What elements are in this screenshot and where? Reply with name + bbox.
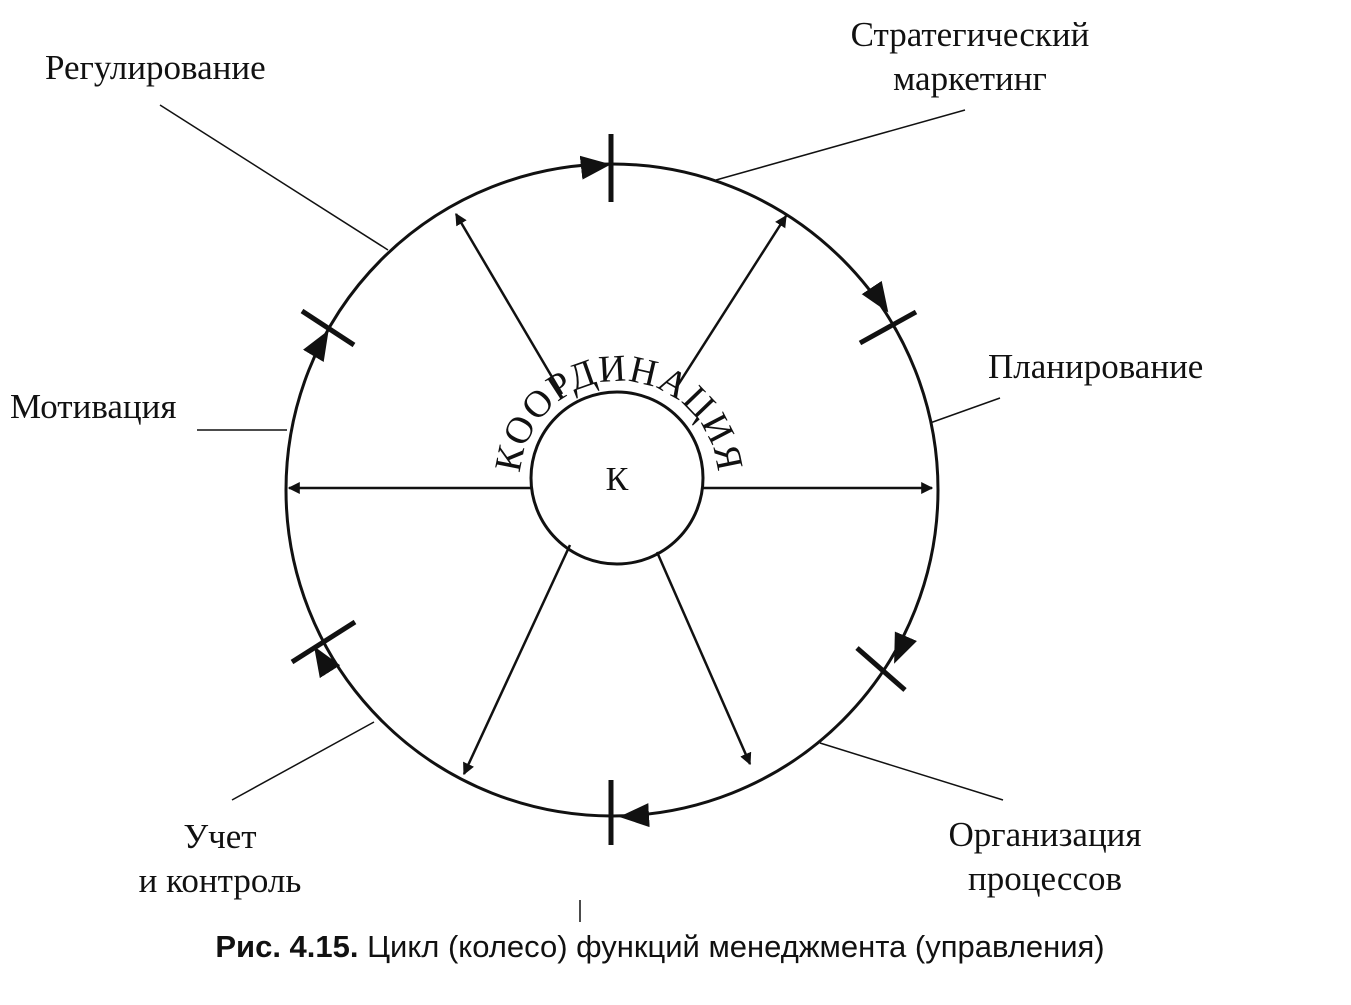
figure-caption: Рис. 4.15. Цикл (колесо) функций менеджм… (0, 929, 1320, 965)
leader-strategic (715, 109, 966, 181)
label-strategic-marketing: Стратегический маркетинг (820, 13, 1120, 101)
spoke-lower-left (462, 544, 572, 776)
caption-text: Цикл (колесо) функций менеджмента (управ… (367, 929, 1105, 964)
label-organization: Организация процессов (905, 813, 1185, 901)
caption-number: Рис. 4.15. (215, 929, 359, 964)
coordination-hub (529, 390, 705, 566)
label-accounting-control: Учет и контроль (100, 815, 340, 903)
label-accounting-line1: Учет (183, 817, 257, 856)
divider-lower-left (290, 619, 357, 665)
label-planning: Планирование (988, 347, 1204, 386)
leader-organization (819, 742, 1004, 801)
label-accounting-line2: и контроль (138, 861, 302, 900)
cycle-arrow-lower-right (894, 631, 917, 664)
divider-upper-left (300, 308, 356, 348)
divider-lower-right (855, 646, 907, 692)
spoke-upper-left (454, 212, 564, 395)
label-organization-line1: Организация (948, 815, 1142, 854)
spoke-lower-right (655, 551, 752, 766)
spoke-upper-right (676, 214, 788, 386)
spokes (287, 212, 934, 776)
label-regulation: Регулирование (45, 48, 266, 87)
leader-lines (159, 104, 1004, 801)
label-strategic-line1: Стратегический (850, 15, 1090, 54)
segment-dividers (290, 134, 918, 845)
leader-planning (929, 397, 1001, 424)
hub-letter: К (606, 461, 629, 498)
cycle-arrow-upper-right (861, 280, 889, 313)
leader-accounting (231, 721, 375, 801)
leader-regulation (159, 104, 389, 251)
label-motivation: Мотивация (10, 387, 177, 426)
label-organization-line2: процессов (968, 859, 1122, 898)
label-strategic-line2: маркетинг (893, 59, 1047, 98)
divider-upper-right (858, 309, 918, 346)
